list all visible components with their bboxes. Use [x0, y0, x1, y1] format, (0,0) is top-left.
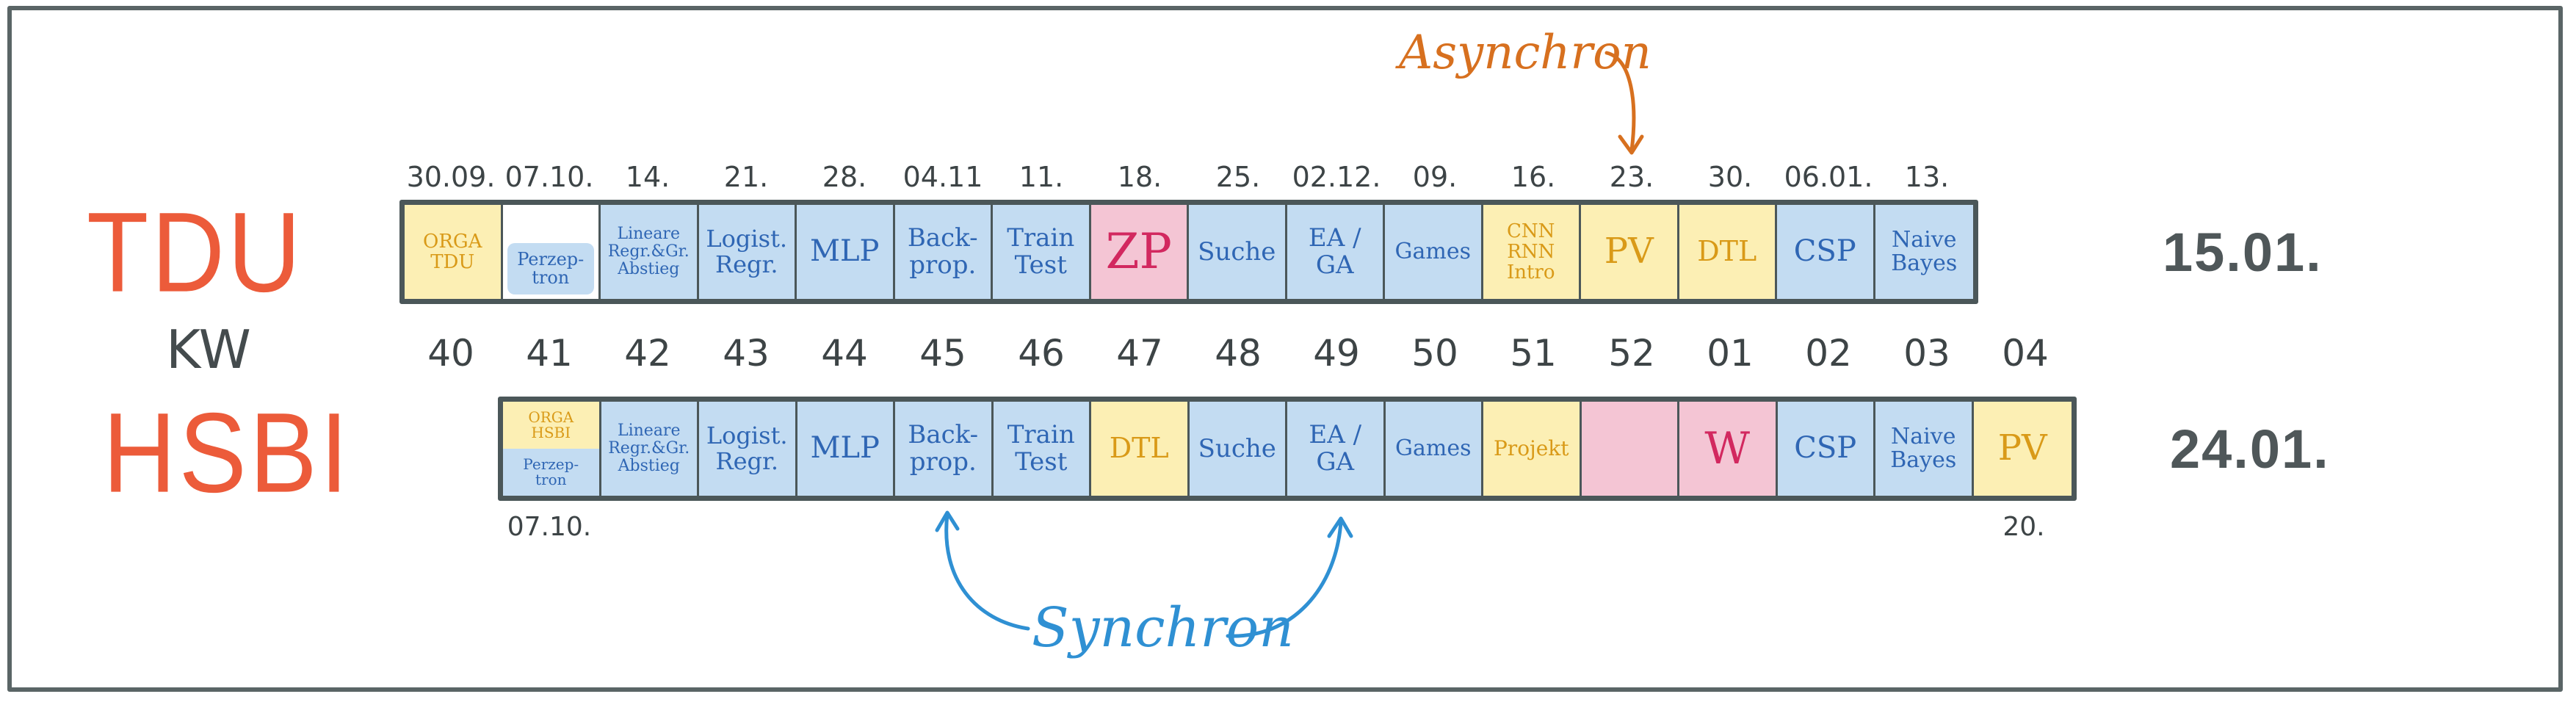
diagram-frame	[7, 6, 2563, 692]
calendar-week-label: 41	[526, 332, 573, 375]
calendar-week-label: 40	[427, 332, 474, 375]
calendar-week-label: 01	[1707, 332, 1754, 375]
hsbi-cell	[1581, 402, 1679, 496]
tdu-date-label: 06.01.	[1784, 161, 1873, 193]
synchron-arrowhead-left	[935, 510, 960, 532]
calendar-week-label: 43	[723, 332, 770, 375]
hsbi-cell: Games	[1385, 402, 1483, 496]
hsbi-cell: Back- prop.	[895, 402, 994, 496]
hsbi-cell-bottom-label: Perzep- tron	[503, 449, 599, 496]
hsbi-start-date: 07.10.	[507, 512, 592, 542]
tdu-cell: ORGA TDU	[405, 205, 503, 299]
synchron-arrow-right	[1226, 519, 1343, 638]
calendar-week-label: 52	[1608, 332, 1655, 375]
tdu-date-label: 30.	[1707, 161, 1753, 193]
tdu-date-label: 04.11	[902, 161, 983, 193]
tdu-date-label: 16.	[1510, 161, 1556, 193]
tdu-date-label: 11.	[1019, 161, 1064, 193]
tdu-date-label: 30.09.	[406, 161, 496, 193]
tdu-cell: CSP	[1777, 205, 1875, 299]
asynchron-arrow	[1604, 51, 1636, 153]
hsbi-cell: CSP	[1777, 402, 1875, 496]
tdu-date-label: 14.	[625, 161, 670, 193]
calendar-week-label: 51	[1510, 332, 1557, 375]
calendar-week-label: 03	[1903, 332, 1950, 375]
kw-label: KW	[166, 319, 251, 380]
tdu-cell: CNN RNN Intro	[1483, 205, 1581, 299]
tdu-date-label: 13.	[1904, 161, 1950, 193]
calendar-week-label: 42	[624, 332, 671, 375]
tdu-cell: Perzep- tron	[502, 205, 601, 299]
hsbi-cell: DTL	[1091, 402, 1190, 496]
hsbi-cell: Train Test	[993, 402, 1091, 496]
tdu-date-label: 02.12.	[1292, 161, 1381, 193]
hsbi-cell: EA / GA	[1287, 402, 1386, 496]
hsbi-cell-top-label: ORGA HSBI	[503, 402, 599, 449]
tdu-cell: Games	[1385, 205, 1483, 299]
hsbi-cell: Suche	[1189, 402, 1287, 496]
calendar-week-label: 44	[821, 332, 868, 375]
tdu-cell: Naive Bayes	[1875, 205, 1973, 299]
hsbi-end-date: 24.01.	[2170, 419, 2330, 480]
calendar-week-label: 45	[919, 332, 966, 375]
hsbi-cell: Projekt	[1483, 402, 1582, 496]
tdu-cell: ZP	[1090, 205, 1189, 299]
asynchron-arrowhead	[1618, 134, 1644, 155]
calendar-week-label: 47	[1116, 332, 1163, 375]
hsbi-cell: PV	[1973, 402, 2072, 496]
calendar-week-label: 50	[1411, 332, 1458, 375]
tdu-end-date: 15.01.	[2163, 222, 2323, 283]
calendar-week-label: 49	[1313, 332, 1360, 375]
tdu-cell: MLP	[797, 205, 895, 299]
tdu-cell: Back- prop.	[894, 205, 993, 299]
hsbi-end-label: 20.	[2002, 512, 2045, 542]
hsbi-cell: W	[1679, 402, 1778, 496]
tdu-cell: Suche	[1189, 205, 1287, 299]
tdu-date-label: 21.	[723, 161, 769, 193]
tdu-date-label: 18.	[1117, 161, 1162, 193]
tdu-cell-label: Perzep- tron	[507, 243, 594, 294]
tdu-date-label: 09.	[1412, 161, 1458, 193]
tdu-cell: DTL	[1679, 205, 1777, 299]
calendar-week-label: 48	[1215, 332, 1262, 375]
synchron-arrow-left	[944, 512, 1030, 631]
tdu-date-label: 23.	[1609, 161, 1654, 193]
synchron-arrowhead-right	[1327, 516, 1353, 538]
hsbi-cell: MLP	[797, 402, 895, 496]
tdu-date-label: 07.10.	[504, 161, 594, 193]
hsbi-cell: Lineare Regr.&Gr. Abstieg	[601, 402, 699, 496]
tdu-title: TDU	[87, 189, 304, 317]
synchron-label: Synchron	[1032, 596, 1294, 659]
tdu-date-label: 25.	[1215, 161, 1261, 193]
hsbi-title: HSBI	[103, 389, 352, 517]
calendar-week-label: 46	[1018, 332, 1065, 375]
calendar-week-label: 02	[1805, 332, 1852, 375]
tdu-date-label: 28.	[822, 161, 867, 193]
calendar-week-label: 04	[2002, 332, 2049, 375]
tdu-cell: PV	[1581, 205, 1679, 299]
hsbi-cell: Logist. Regr.	[699, 402, 797, 496]
tdu-cell: EA / GA	[1287, 205, 1385, 299]
tdu-cell: Logist. Regr.	[698, 205, 797, 299]
tdu-cell: Train Test	[993, 205, 1091, 299]
tdu-cell: Lineare Regr.&Gr. Abstieg	[601, 205, 699, 299]
hsbi-cell: Naive Bayes	[1875, 402, 1974, 496]
